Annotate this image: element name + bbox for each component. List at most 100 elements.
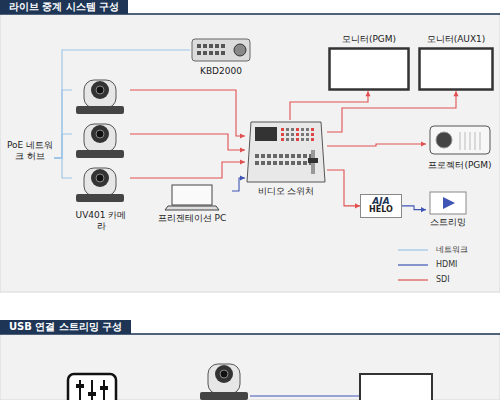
controller-button [221,44,225,48]
switcher-button [286,138,289,141]
arrowhead [453,91,458,96]
switcher-button [285,161,289,165]
connector-line [327,170,360,206]
switcher-button [261,154,265,158]
switcher-button [296,138,299,141]
connector [130,134,245,153]
camera-base [76,106,124,114]
device-label: HELO [361,206,401,214]
slider-knob [100,386,108,390]
controller-button [209,44,213,48]
switcher-button [306,138,309,141]
arrowhead [421,207,426,212]
device-illustration [328,47,410,91]
connector [402,206,426,212]
connector-line [327,144,426,146]
switcher-button [306,128,309,131]
connector-line [54,158,72,178]
device-node: KBD2000 [190,36,252,77]
monitor-screen [330,49,409,90]
slider-knob [76,384,84,388]
monitor-screen [420,49,493,90]
connector [54,158,72,178]
switcher-button [291,161,295,165]
camera-base [200,392,248,400]
device-label: 비디오 스위처 [245,186,327,197]
device-node: 모니터(PGM) [328,34,410,91]
controller-button [203,51,207,55]
slider [79,380,81,400]
legend-text: HDMI [436,259,457,270]
camera-lens [96,174,104,182]
vent-slot [475,132,476,150]
controller-button [215,44,219,48]
camera-lens [96,86,104,94]
connector-line [232,178,245,191]
usb-wire [250,396,360,397]
controller-button [221,51,225,55]
arrowhead [240,175,245,180]
connector [54,90,72,158]
camera-head [91,125,109,143]
connector [54,134,72,158]
arrowhead [240,159,245,164]
arrowhead [240,147,245,152]
camera-head [91,169,109,187]
vent-slot [470,132,471,150]
legend-text: SDI [436,274,450,285]
switcher-button [301,128,304,131]
device-node: 모니터(AUX1) [418,34,494,91]
device-illustration [426,118,494,158]
vent-slot [460,132,461,150]
switcher-display [255,127,277,141]
switcher-button [297,161,301,165]
connector [232,175,245,191]
legend-text: 네트워크 [436,244,468,255]
switcher-button [297,154,301,158]
device-label: 모니터(PGM) [328,34,410,45]
connector-line [54,134,72,158]
device-illustration [426,191,470,215]
legend-sample [398,249,428,250]
arrowhead [240,133,245,138]
connector [290,91,371,120]
controller-button [203,44,207,48]
slider-knob [88,392,96,396]
switcher-button [311,138,314,141]
switcher-button [311,133,314,136]
switcher-button [291,154,295,158]
switcher-body [247,122,325,182]
section-title: 라이브 중계 시스템 구성 [0,0,128,14]
switcher-button [311,128,314,131]
switcher-button [303,161,307,165]
device-node: AJAHELO [360,194,402,218]
device-label: 스트리밍 [426,217,470,228]
panel [0,14,500,292]
switcher-button [273,154,277,158]
camera-lens [220,370,228,378]
vent-slot [480,132,481,150]
controller-button [197,51,201,55]
device-node: 프로젝터(PGM) [426,118,494,171]
switcher-button [267,154,271,158]
connector-line [130,90,245,136]
camera-body [84,124,116,152]
switcher-button [286,133,289,136]
device-label: 프리젠테이션 PC [152,213,232,224]
device-illustration [152,183,232,211]
projector-body [430,126,490,154]
device-node: 프리젠테이션 PC [152,183,232,224]
t-bar [308,158,318,163]
controller-body [192,39,250,61]
connector-line [54,90,72,158]
switcher-button [279,161,283,165]
connector-line [290,91,368,120]
switcher-button [281,133,284,136]
switcher-button [303,154,307,158]
device-label: UV401 카메라 [72,210,130,233]
joystick [234,44,246,56]
switcher-button [296,133,299,136]
laptop-base [165,206,219,210]
slider [91,380,93,400]
device-illustration [190,36,252,64]
